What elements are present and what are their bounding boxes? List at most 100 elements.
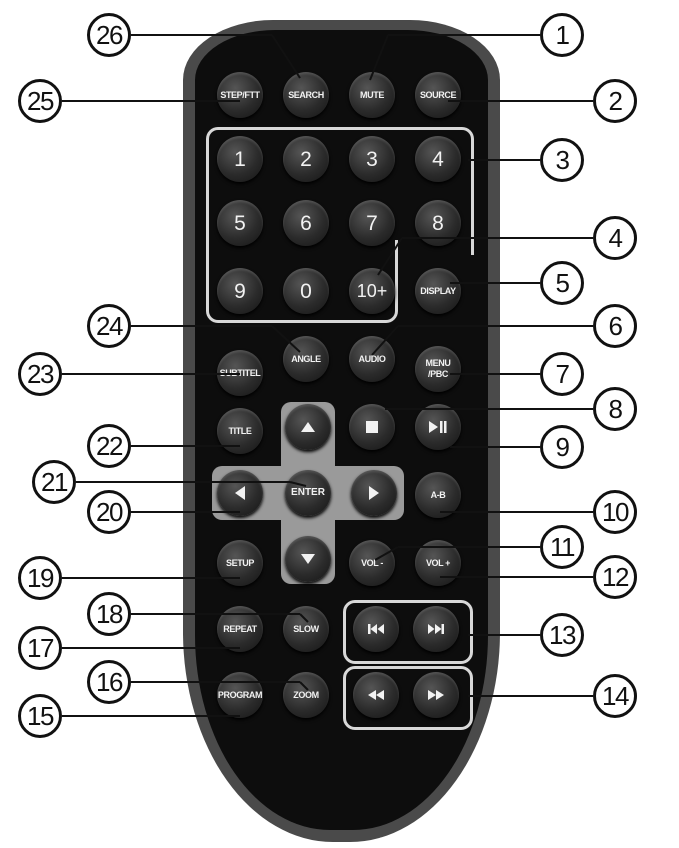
angle-button[interactable]: ANGLE [283,336,329,382]
title-label: TITLE [228,425,252,436]
up-arrow-icon [301,422,315,432]
source-label: SOURCE [419,89,457,100]
digit-5-button[interactable]: 5 [217,200,263,246]
digit-0-button[interactable]: 0 [283,268,329,314]
vol-minus-label: VOL - [361,557,383,568]
callout-3: 3 [540,138,584,182]
source-button[interactable]: SOURCE [415,72,461,118]
up-button[interactable] [285,404,331,450]
callout-18: 18 [87,592,131,636]
callout-12: 12 [593,555,637,599]
mute-label: MUTE [360,89,384,100]
callout-number: 25 [27,85,54,116]
callout-number: 15 [27,700,54,731]
digit-label: 8 [432,211,444,235]
callout-6: 6 [593,304,637,348]
callout-number: 14 [602,680,629,711]
callout-17: 17 [18,626,62,670]
play-pause-button[interactable] [415,404,461,450]
digit-9-button[interactable]: 9 [217,268,263,314]
right-button[interactable] [351,470,397,516]
callout-number: 6 [608,310,623,341]
callout-16: 16 [87,660,131,704]
callout-number: 17 [27,632,54,663]
ab-button[interactable]: A-B [415,472,461,518]
vol-plus-label: VOL + [425,557,451,568]
callout-number: 8 [608,393,623,424]
callout-number: 9 [555,431,570,462]
digit-7-button[interactable]: 7 [349,200,395,246]
repeat-label: REPEAT [223,623,257,634]
play-pause-icon [429,421,447,433]
digit-label: 2 [300,147,312,171]
zoom-button[interactable]: ZOOM [283,672,329,718]
callout-number: 22 [96,430,123,461]
digit-label: 6 [300,211,312,235]
callout-22: 22 [87,424,131,468]
subtitle-button[interactable]: SUBTITEL [217,350,263,396]
callout-5: 5 [540,261,584,305]
callout-number: 18 [96,598,123,629]
skip-next-button[interactable] [413,606,459,652]
digit-6-button[interactable]: 6 [283,200,329,246]
callout-14: 14 [593,674,637,718]
repeat-button[interactable]: REPEAT [217,606,263,652]
digit-2-button[interactable]: 2 [283,136,329,182]
digit-label: 5 [234,211,246,235]
stop-button[interactable] [349,404,395,450]
digit-label: 10+ [356,281,388,301]
display-button[interactable]: DISPLAY [415,268,461,314]
digit-label: 1 [234,147,246,171]
vol-minus-button[interactable]: VOL - [349,540,395,586]
callout-8: 8 [593,387,637,431]
callout-number: 21 [41,466,68,497]
callout-number: 20 [96,496,123,527]
enter-button[interactable]: ENTER [285,470,331,516]
down-arrow-icon [301,554,315,564]
callout-number: 12 [602,561,629,592]
mute-button[interactable]: MUTE [349,72,395,118]
skip-next-icon [428,624,444,634]
left-arrow-icon [235,486,245,500]
digit-3-button[interactable]: 3 [349,136,395,182]
callout-24: 24 [87,304,131,348]
callout-number: 19 [27,562,54,593]
audio-button[interactable]: AUDIO [349,336,395,382]
left-button[interactable] [217,470,263,516]
setup-button[interactable]: SETUP [217,540,263,586]
menu-label: MENU [425,358,451,368]
vol-plus-button[interactable]: VOL + [415,540,461,586]
callout-number: 23 [27,358,54,389]
stop-icon [366,421,378,433]
search-button[interactable]: SEARCH [283,72,329,118]
callout-13: 13 [540,613,584,657]
callout-2: 2 [593,79,637,123]
digit-10-plus-button[interactable]: 10+ [349,268,395,314]
callout-number: 2 [608,85,623,116]
digit-label: 4 [432,147,444,171]
slow-label: SLOW [293,623,319,634]
slow-button[interactable]: SLOW [283,606,329,652]
callout-7: 7 [540,352,584,396]
down-button[interactable] [285,536,331,582]
callout-number: 3 [555,144,570,175]
callout-19: 19 [18,556,62,600]
digit-4-button[interactable]: 4 [415,136,461,182]
title-button[interactable]: TITLE [217,408,263,454]
rewind-button[interactable] [353,672,399,718]
step-ftt-button[interactable]: STEP/FTT [217,72,263,118]
digit-8-button[interactable]: 8 [415,200,461,246]
fast-forward-button[interactable] [413,672,459,718]
menu-pbc-button[interactable]: MENU /PBC [415,346,461,392]
callout-20: 20 [87,490,131,534]
callout-number: 1 [555,19,570,50]
callout-4: 4 [593,216,637,260]
audio-label: AUDIO [358,353,386,364]
display-label: DISPLAY [420,285,456,296]
program-label: PROGRAM [217,689,263,700]
digit-1-button[interactable]: 1 [217,136,263,182]
digit-label: 3 [366,147,378,171]
program-button[interactable]: PROGRAM [217,672,263,718]
skip-previous-button[interactable] [353,606,399,652]
